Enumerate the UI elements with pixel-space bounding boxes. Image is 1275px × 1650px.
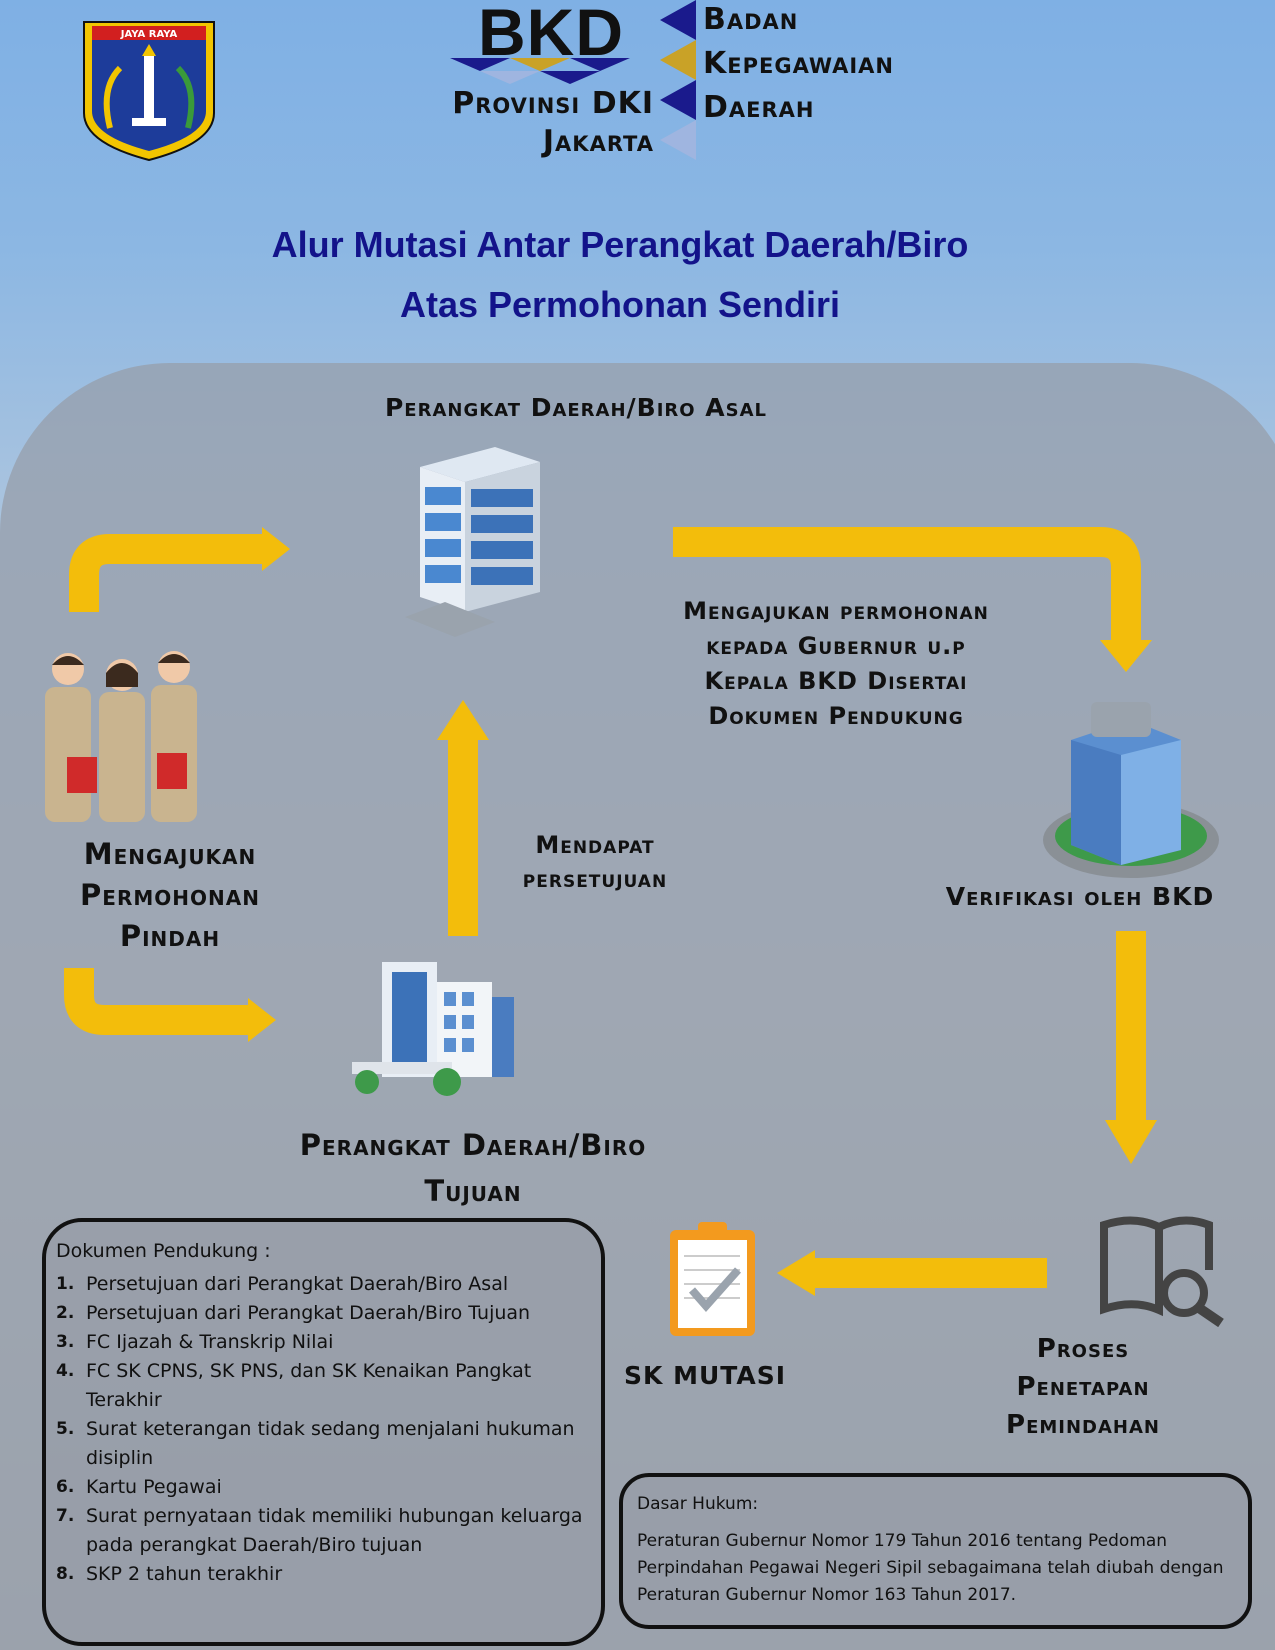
legal-basis-box: Dasar Hukum: Peraturan Gubernur Nomor 17… [619, 1473, 1252, 1629]
book-search-icon [1100, 1216, 1224, 1327]
item-number: 5. [56, 1419, 75, 1439]
list-item: 5. Surat keterangan tidak sedang menjalan… [46, 1415, 591, 1473]
office-building-icon [405, 447, 540, 637]
item-number: 1. [56, 1274, 75, 1294]
page-title-line1: Alur Mutasi Antar Perangkat Daerah/Biro [271, 224, 969, 265]
item-number: 8. [56, 1564, 75, 1584]
item-text: Persetujuan dari Perangkat Daerah/Biro T… [86, 1302, 531, 1324]
logo-diamond-column-icon [660, 0, 696, 160]
sk-mutasi-label: SK MUTASI [623, 1361, 787, 1390]
province-line2: Jakarta [542, 124, 654, 159]
legal-text: Peraturan Gubernur Nomor 179 Tahun 2016 … [637, 1531, 1224, 1605]
submit-request-line: Mengajukan permohonan [683, 597, 989, 625]
list-item: 1. Persetujuan dari Perangkat Daerah/Biro… [46, 1270, 591, 1299]
destination-line: Perangkat Daerah/Biro [299, 1128, 647, 1162]
verification-label: Verifikasi oleh BKD [945, 882, 1215, 911]
item-text: Kartu Pegawai [86, 1476, 222, 1498]
list-item: 4. FC SK CPNS, SK PNS, dan SK Kenaikan Pa… [46, 1357, 591, 1415]
employees-icon [45, 651, 197, 822]
logo-pattern-icon [450, 58, 630, 84]
bkd-building-icon [1043, 702, 1219, 878]
legal-title: Dasar Hukum: [637, 1494, 759, 1514]
agency-line2: Kepegawaian [703, 46, 894, 81]
process-text: Proses Penetapan Pemindahan [933, 1330, 1233, 1444]
item-number: 4. [56, 1361, 75, 1381]
jakarta-emblem-icon: JAYA RAYA [83, 21, 215, 162]
item-number: 6. [56, 1477, 75, 1497]
list-item: 3. FC Ijazah & Transkrip Nilai [46, 1328, 591, 1357]
submit-request-line: kepada Gubernur u.p [706, 632, 966, 660]
apply-transfer-line: Pindah [119, 919, 221, 953]
item-text: SKP 2 tahun terakhir [86, 1563, 283, 1585]
province-line1: Provinsi DKI [452, 86, 654, 121]
list-item: 2. Persetujuan dari Perangkat Daerah/Biro… [46, 1299, 591, 1328]
approval-text: Mendapat persetujuan [470, 828, 720, 896]
submit-request-line: Kepala BKD Disertai [704, 667, 968, 695]
process-line: Penetapan [1016, 1372, 1150, 1402]
list-item: 6. Kartu Pegawai [46, 1473, 591, 1502]
item-text: FC SK CPNS, SK PNS, dan SK Kenaikan Pang… [86, 1360, 532, 1411]
documents-box: Dokumen Pendukung : 1. Persetujuan dari P… [42, 1218, 605, 1646]
arrow-to-origin [69, 534, 262, 612]
documents-title: Dokumen Pendukung : [56, 1240, 271, 1262]
destination-line: Tujuan [424, 1174, 522, 1208]
item-number: 3. [56, 1332, 75, 1352]
apply-transfer-line: Mengajukan [83, 837, 257, 871]
destination-label: Perangkat Daerah/Biro Tujuan [173, 1122, 773, 1214]
arrow-to-bkd [673, 527, 1141, 640]
documents-list: 1. Persetujuan dari Perangkat Daerah/Biro… [46, 1270, 591, 1589]
process-line: Pemindahan [1006, 1410, 1160, 1440]
page-title-line2: Atas Permohonan Sendiri [399, 284, 841, 325]
submit-request-line: Dokumen Pendukung [708, 702, 964, 730]
origin-label: Perangkat Daerah/Biro Asal [384, 393, 767, 422]
approval-line: persetujuan [522, 865, 668, 893]
process-line: Proses [1036, 1334, 1130, 1364]
arrow-to-destination [64, 968, 248, 1035]
apply-transfer-line: Permohonan [80, 878, 260, 912]
item-text: Surat keterangan tidak sedang menjalani … [86, 1418, 575, 1469]
submit-request-text: Mengajukan permohonan kepada Gubernur u.… [586, 594, 1086, 734]
agency-line1: Badan [703, 2, 799, 37]
item-number: 2. [56, 1303, 75, 1323]
svg-text:JAYA RAYA: JAYA RAYA [120, 29, 178, 40]
list-item: 7. Surat pernyataan tidak memiliki hubung… [46, 1502, 591, 1560]
hospital-building-icon [352, 962, 514, 1096]
item-text: FC Ijazah & Transkrip Nilai [86, 1331, 334, 1353]
bkd-logo-text: BKD [478, 0, 624, 69]
item-number: 7. [56, 1506, 75, 1526]
agency-line3: Daerah [703, 90, 815, 125]
approval-line: Mendapat [535, 831, 655, 859]
list-item: 8. SKP 2 tahun terakhir [46, 1560, 591, 1589]
apply-transfer-text: Mengajukan Permohonan Pindah [10, 834, 330, 957]
item-text: Surat pernyataan tidak memiliki hubungan… [86, 1505, 583, 1556]
clipboard-check-icon [670, 1222, 755, 1336]
item-text: Persetujuan dari Perangkat Daerah/Biro A… [86, 1273, 509, 1295]
